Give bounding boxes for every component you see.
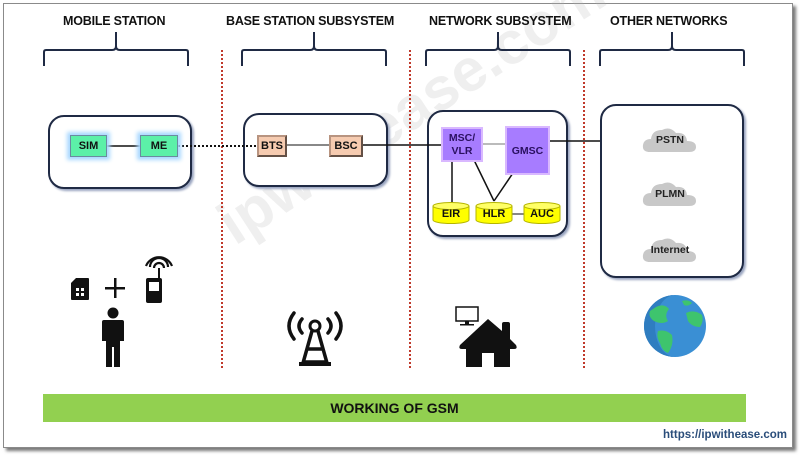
cloud-icon: [642, 182, 696, 206]
mobile-phone-icon: [144, 256, 174, 303]
banner-title: WORKING OF GSM: [330, 400, 459, 416]
brace-nss: [425, 32, 571, 66]
eir-label: EIR: [441, 208, 461, 220]
bts-node: BTS: [257, 135, 287, 157]
me-node: ME: [140, 135, 178, 157]
section-title-bss: BASE STATION SUBSYSTEM: [226, 14, 395, 28]
sim-card-icon: [71, 278, 89, 300]
auc-database: AUC: [523, 202, 561, 224]
sim-node: SIM: [70, 135, 107, 157]
plmn-cloud: PLMN: [640, 178, 700, 208]
divider-3: [583, 50, 585, 368]
divider-2: [409, 50, 411, 368]
home-network-icon: [455, 306, 517, 367]
section-title-mobile-station: MOBILE STATION: [63, 14, 166, 28]
bsc-node: BSC: [329, 135, 363, 157]
section-title-other-networks: OTHER NETWORKS: [610, 14, 728, 28]
auc-label: AUC: [530, 208, 554, 220]
title-banner: WORKING OF GSM: [43, 394, 746, 422]
divider-1: [221, 50, 223, 368]
gmsc-node: GMSC: [505, 126, 550, 175]
internet-cloud: Internet: [640, 234, 700, 264]
brace-bss: [241, 32, 387, 66]
cloud-icon: [642, 238, 696, 262]
section-title-nss: NETWORK SUBSYSTEM: [429, 14, 572, 28]
hlr-label: HLR: [482, 208, 506, 220]
pstn-cloud: PSTN: [640, 124, 700, 154]
radio-tower-icon: [287, 311, 343, 366]
pstn-label: PSTN: [655, 134, 684, 146]
msc-label: MSC/: [448, 131, 476, 144]
person-icon: [102, 307, 124, 367]
cloud-icon: [642, 128, 696, 152]
source-url[interactable]: https://ipwithease.com: [663, 429, 787, 441]
eir-database: EIR: [432, 202, 470, 224]
brace-other-networks: [599, 32, 745, 66]
brace-mobile-station: [43, 32, 189, 66]
msc-vlr-node: MSC/ VLR: [441, 127, 483, 162]
vlr-label: VLR: [451, 144, 473, 157]
hlr-database: HLR: [475, 202, 513, 224]
plus-icon: [105, 278, 125, 298]
plmn-label: PLMN: [655, 188, 685, 200]
internet-label: Internet: [650, 244, 690, 256]
globe-icon: [644, 295, 706, 357]
